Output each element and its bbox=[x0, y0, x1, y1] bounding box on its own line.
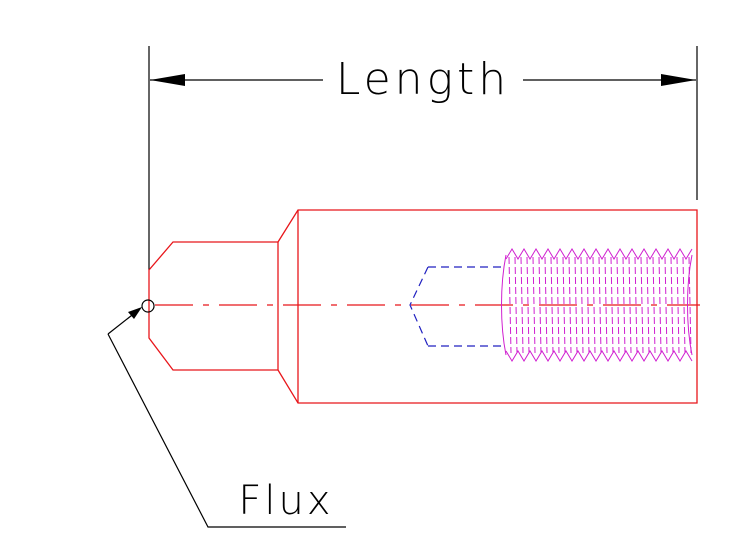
thread-line bbox=[676, 256, 680, 354]
thread-line bbox=[520, 256, 524, 354]
thread-line bbox=[664, 256, 668, 354]
flux-point-marker bbox=[141, 299, 155, 313]
thread-line bbox=[550, 256, 554, 354]
thread-line bbox=[658, 256, 662, 354]
thread-line bbox=[562, 256, 566, 354]
thread-line bbox=[628, 256, 632, 354]
thread-line bbox=[544, 256, 548, 354]
flux-label: Flux bbox=[238, 478, 333, 524]
thread-line bbox=[556, 256, 560, 354]
body-section bbox=[277, 209, 698, 404]
internal-thread bbox=[501, 248, 693, 362]
thread-line bbox=[532, 256, 536, 354]
arrowhead-left-icon bbox=[150, 74, 185, 86]
thread-line bbox=[526, 256, 530, 354]
thread-line bbox=[616, 256, 620, 354]
leader-arrow-icon bbox=[128, 307, 142, 319]
thread-line bbox=[622, 256, 626, 354]
hidden-drill-point bbox=[409, 266, 429, 347]
thread-line bbox=[610, 256, 614, 354]
thread-line bbox=[538, 256, 542, 354]
thread-line bbox=[598, 256, 602, 354]
thread-line bbox=[508, 256, 512, 354]
thread-line bbox=[514, 256, 518, 354]
thread-crest-top bbox=[505, 248, 693, 260]
thread-line bbox=[670, 256, 674, 354]
leader-line bbox=[107, 333, 346, 528]
thread-start bbox=[501, 254, 507, 356]
flux-callout bbox=[107, 299, 346, 528]
length-dimension bbox=[148, 46, 698, 270]
thread-line bbox=[574, 256, 578, 354]
thread-crest-bottom bbox=[505, 350, 693, 362]
arrowhead-right-icon bbox=[661, 74, 696, 86]
thread-line bbox=[652, 256, 656, 354]
thread-line bbox=[586, 256, 590, 354]
thread-line bbox=[580, 256, 584, 354]
thread-line bbox=[568, 256, 572, 354]
length-label: Length bbox=[336, 54, 510, 105]
thread-line bbox=[604, 256, 608, 354]
thread-line bbox=[682, 256, 686, 354]
part-outline bbox=[148, 209, 700, 404]
thread-end bbox=[687, 254, 693, 356]
hidden-drill-hole bbox=[409, 266, 505, 347]
front-section bbox=[148, 241, 278, 371]
thread-line bbox=[634, 256, 638, 354]
thread-line bbox=[646, 256, 650, 354]
thread-line bbox=[640, 256, 644, 354]
thread-line bbox=[592, 256, 596, 354]
